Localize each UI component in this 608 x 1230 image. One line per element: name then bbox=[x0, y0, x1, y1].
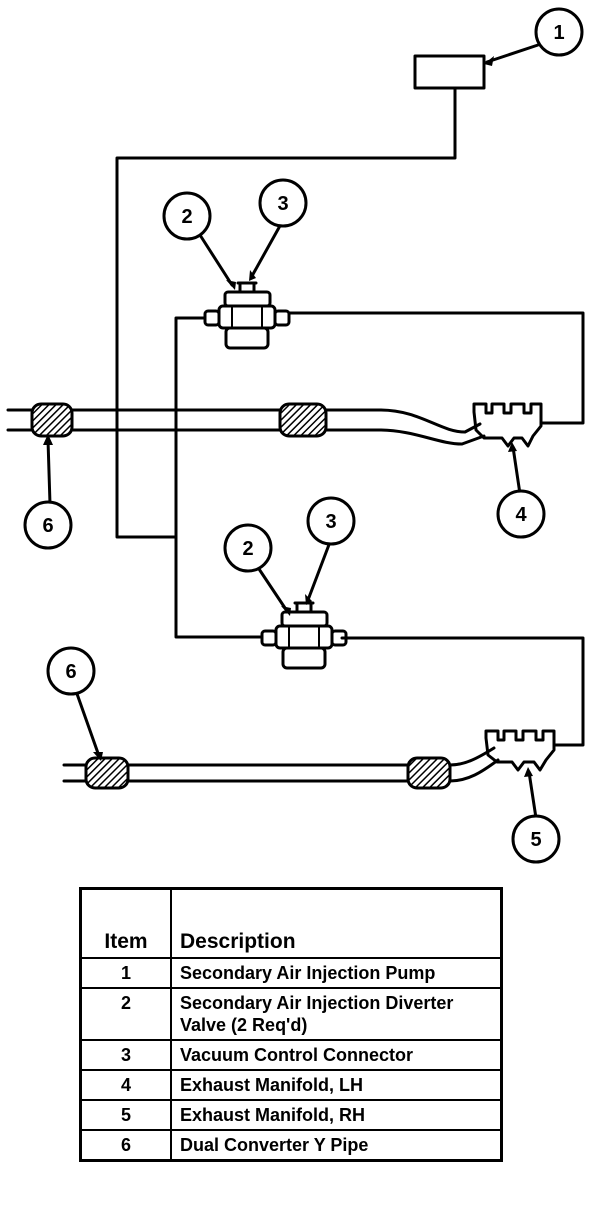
legend-item-description: Vacuum Control Connector bbox=[170, 1039, 503, 1071]
svg-text:3: 3 bbox=[325, 511, 336, 533]
callout-2-lower: 2 bbox=[223, 523, 273, 573]
exhaust-manifold-lh bbox=[472, 402, 543, 448]
lower-exhaust-pipe bbox=[62, 746, 500, 790]
callout-2-upper: 2 bbox=[162, 191, 212, 241]
svg-text:6: 6 bbox=[42, 515, 53, 537]
legend-item-number: 4 bbox=[79, 1069, 172, 1101]
svg-text:6: 6 bbox=[65, 661, 76, 683]
legend-table: Item Description 1 Secondary Air Injecti… bbox=[79, 887, 503, 1162]
legend-item-number: 1 bbox=[79, 957, 172, 989]
legend-item-number: 6 bbox=[79, 1129, 172, 1162]
catalytic-converter-upper-left bbox=[30, 402, 74, 438]
svg-text:1: 1 bbox=[553, 22, 564, 44]
legend-header-row: Item Description bbox=[79, 887, 503, 959]
legend-row: 4 Exhaust Manifold, LH bbox=[79, 1069, 503, 1101]
legend-row: 6 Dual Converter Y Pipe bbox=[79, 1129, 503, 1162]
legend-header-description: Description bbox=[170, 887, 503, 959]
diverter-valve-upper bbox=[203, 281, 291, 350]
upper-exhaust-pipe bbox=[6, 402, 486, 446]
svg-text:2: 2 bbox=[181, 206, 192, 228]
callout-3-upper: 3 bbox=[258, 178, 308, 228]
legend-item-number: 5 bbox=[79, 1099, 172, 1131]
svg-text:3: 3 bbox=[277, 193, 288, 215]
valve-to-manifold-lines bbox=[288, 311, 585, 747]
legend-item-number: 3 bbox=[79, 1039, 172, 1071]
diverter-valve-lower bbox=[260, 601, 348, 670]
catalytic-converter-lower-left bbox=[84, 756, 130, 790]
svg-text:2: 2 bbox=[242, 538, 253, 560]
air-supply-lines bbox=[115, 86, 457, 639]
legend-item-description: Exhaust Manifold, LH bbox=[170, 1069, 503, 1101]
svg-text:4: 4 bbox=[515, 504, 527, 526]
catalytic-converter-lower-right bbox=[406, 756, 452, 790]
legend-item-description: Dual Converter Y Pipe bbox=[170, 1129, 503, 1162]
legend-item-number: 2 bbox=[79, 987, 172, 1041]
svg-text:5: 5 bbox=[530, 829, 541, 851]
callout-6-lower: 6 bbox=[46, 646, 96, 696]
legend-row: 2 Secondary Air Injection Diverter Valve… bbox=[79, 987, 503, 1041]
callout-4: 4 bbox=[496, 489, 546, 539]
arrowheads bbox=[43, 56, 533, 777]
air-injection-diagram: 1 2 3 2 3 4 5 6 6 bbox=[6, 7, 585, 864]
exhaust-manifold-rh bbox=[484, 729, 556, 772]
legend-item-description: Secondary Air Injection Diverter Valve (… bbox=[170, 987, 503, 1041]
legend-header-item: Item bbox=[79, 887, 172, 959]
catalytic-converter-upper-right bbox=[278, 402, 328, 438]
legend-row: 5 Exhaust Manifold, RH bbox=[79, 1099, 503, 1131]
callout-6-upper: 6 bbox=[23, 500, 73, 550]
air-pump bbox=[413, 54, 486, 90]
leader-lines bbox=[46, 43, 540, 820]
callout-3-lower: 3 bbox=[306, 496, 356, 546]
legend-row: 1 Secondary Air Injection Pump bbox=[79, 957, 503, 989]
legend-item-description: Exhaust Manifold, RH bbox=[170, 1099, 503, 1131]
legend-item-description: Secondary Air Injection Pump bbox=[170, 957, 503, 989]
legend-row: 3 Vacuum Control Connector bbox=[79, 1039, 503, 1071]
callout-1: 1 bbox=[534, 7, 584, 57]
callout-5: 5 bbox=[511, 814, 561, 864]
